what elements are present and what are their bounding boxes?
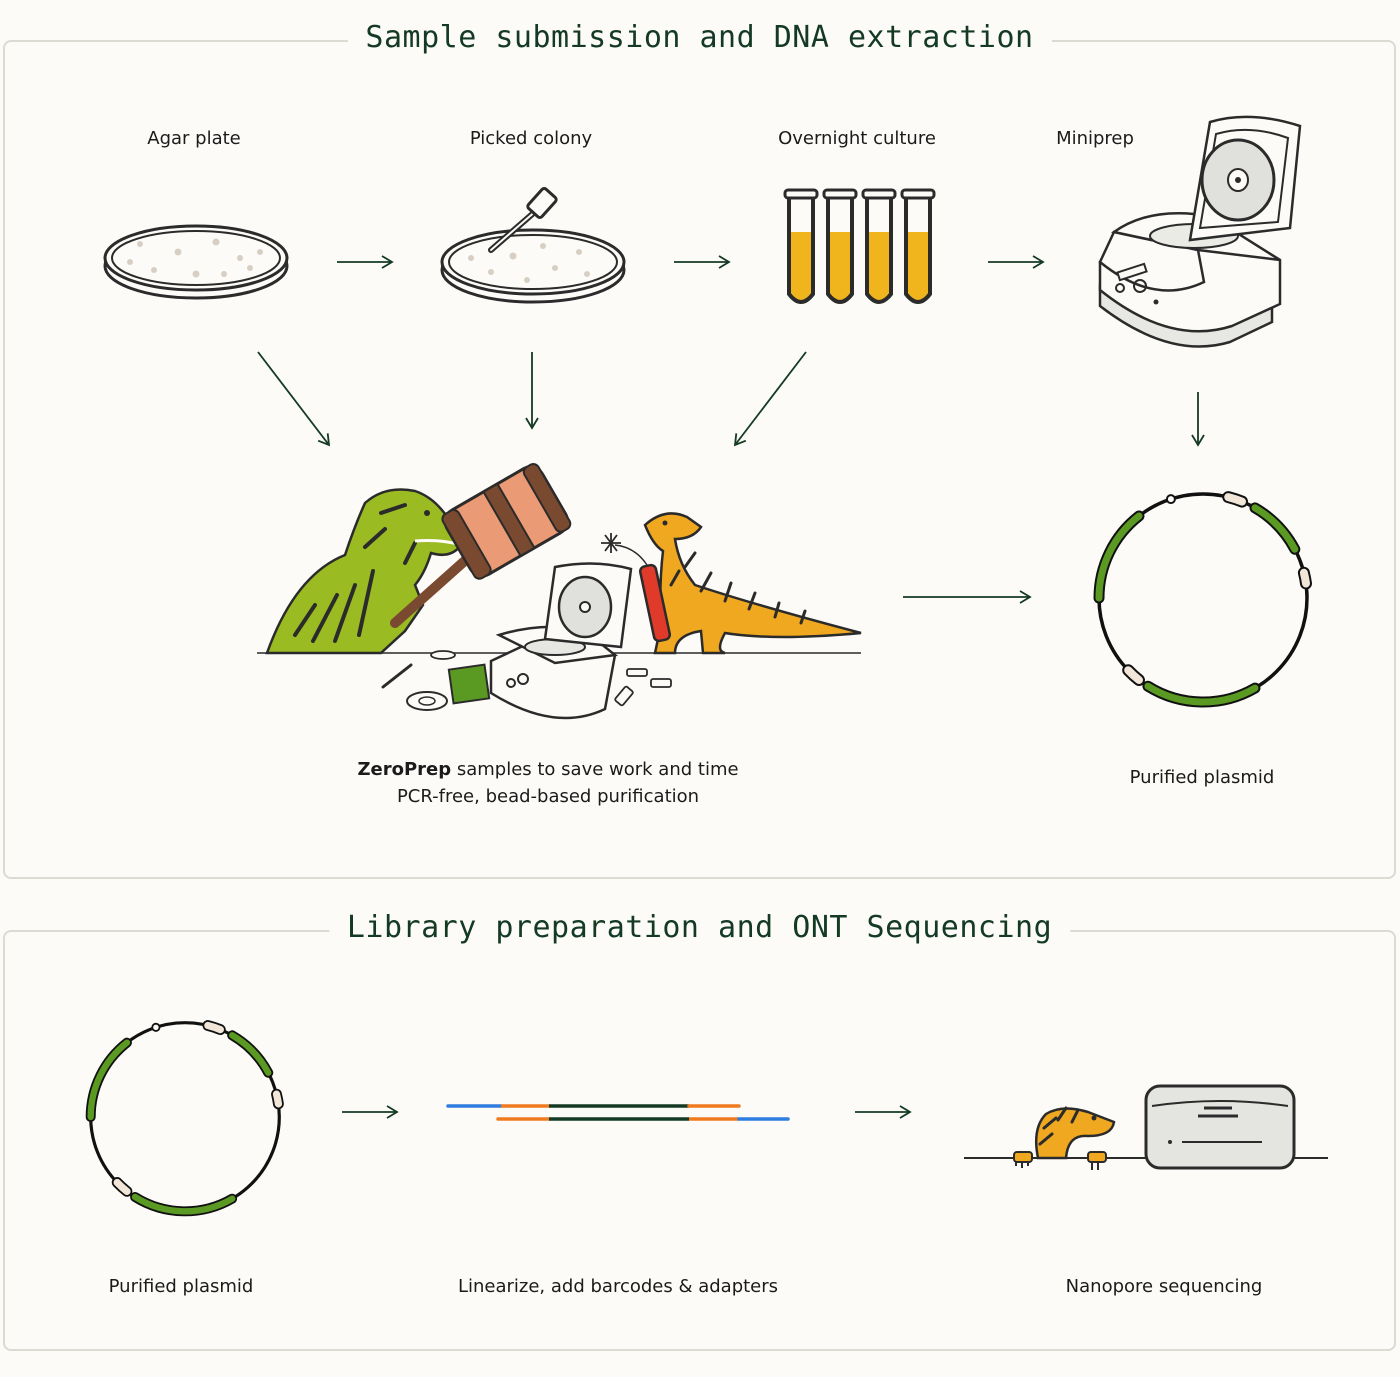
plasmid-marker xyxy=(272,1090,283,1108)
culture-tube xyxy=(783,188,819,304)
plasmid-gene-segment xyxy=(1144,682,1259,706)
extraction-panel: Sample submission and DNA extraction xyxy=(3,20,1396,879)
linearized-dna-icon xyxy=(446,1104,790,1121)
sequencing-flow-arrows xyxy=(342,1105,912,1119)
culture-tubes-icon xyxy=(783,188,936,304)
culture-tube xyxy=(900,188,936,304)
extraction-flow-arrows xyxy=(257,255,1205,604)
zeroprep-line2: PCR-free, bead-based purification xyxy=(396,786,700,807)
plasmid-gene-segment xyxy=(228,1032,272,1076)
plasmid-gene-segment xyxy=(1251,504,1299,553)
plasmid-gene-segment xyxy=(87,1039,131,1121)
plasmid-marker xyxy=(1299,568,1310,588)
miniprep-label: Miniprep xyxy=(1056,128,1134,149)
purified-plasmid-icon xyxy=(1093,491,1312,708)
seq-purified-plasmid-label: Purified plasmid xyxy=(108,1276,254,1297)
nanopore-label: Nanopore sequencing xyxy=(1065,1276,1263,1297)
agar-plate-label: Agar plate xyxy=(147,128,241,149)
plasmid-marker xyxy=(1124,666,1143,684)
sequencing-panel: Library preparation and ONT Sequencing xyxy=(3,910,1396,1351)
culture-tube xyxy=(861,188,897,304)
plasmid-origin-marker xyxy=(151,1022,161,1032)
culture-tube xyxy=(822,188,858,304)
plasmid-marker xyxy=(204,1021,224,1034)
nanopore-sequencer-scene xyxy=(964,1084,1328,1170)
overnight-culture-label: Overnight culture xyxy=(778,128,936,149)
zeroprep-brand: ZeroPrep xyxy=(357,759,452,780)
purified-plasmid-label: Purified plasmid xyxy=(1129,767,1275,788)
picked-colony-label: Picked colony xyxy=(469,128,593,149)
sequencing-panel-title: Library preparation and ONT Sequencing xyxy=(328,910,1071,945)
linearize-label: Linearize, add barcodes & adapters xyxy=(457,1276,779,1297)
picked-colony-icon xyxy=(440,187,626,304)
plasmid-origin-marker xyxy=(1165,494,1176,505)
extraction-panel-title: Sample submission and DNA extraction xyxy=(347,20,1052,55)
zeroprep-line1: samples to save work and time xyxy=(451,759,739,780)
seq-plasmid-icon xyxy=(85,1020,284,1217)
plasmid-gene-segment xyxy=(1095,512,1143,602)
plasmid-marker xyxy=(113,1178,131,1195)
plasmid-gene-segment xyxy=(131,1193,236,1215)
miniprep-centrifuge-icon xyxy=(1098,115,1302,348)
zeroprep-caption: ZeroPrep samples to save work and time P… xyxy=(357,756,738,810)
plasmid-marker xyxy=(1224,493,1246,506)
agar-plate-icon xyxy=(103,224,289,300)
zeroprep-dino-scene xyxy=(257,463,862,720)
